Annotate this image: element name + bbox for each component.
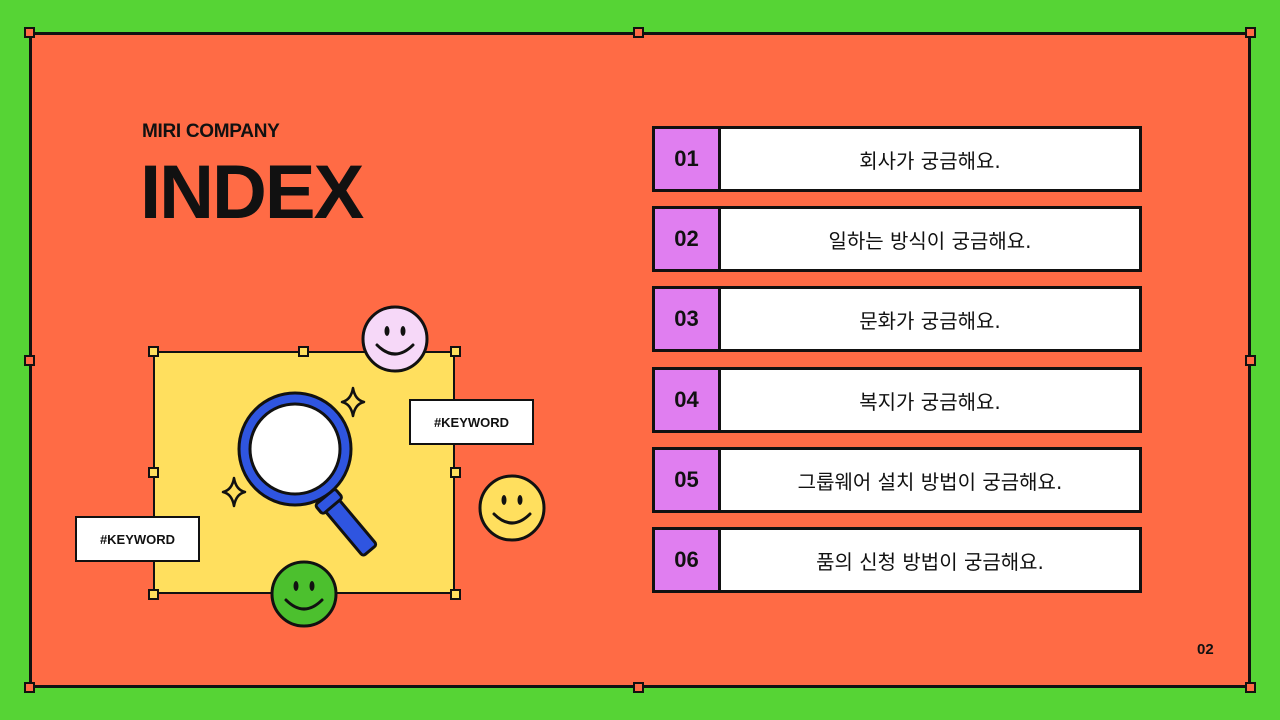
smiley-yellow-icon xyxy=(478,474,546,542)
index-number: 02 xyxy=(655,209,721,269)
index-number: 01 xyxy=(655,129,721,189)
smiley-pink-icon xyxy=(361,305,429,373)
magnifier-icon xyxy=(237,391,378,557)
resize-handle-bc[interactable] xyxy=(633,682,644,693)
resize-handle-ml[interactable] xyxy=(24,355,35,366)
index-number: 04 xyxy=(655,370,721,430)
panel-handle-ml[interactable] xyxy=(148,467,159,478)
index-item[interactable]: 05 그룹웨어 설치 방법이 궁금해요. xyxy=(652,447,1142,513)
keyword-tag-right: #KEYWORD xyxy=(409,399,534,445)
index-number: 05 xyxy=(655,450,721,510)
sparkle-icon xyxy=(221,476,247,508)
index-label: 일하는 방식이 궁금해요. xyxy=(828,228,1032,253)
panel-handle-tc[interactable] xyxy=(298,346,309,357)
index-item[interactable]: 04 복지가 궁금해요. xyxy=(652,367,1142,433)
brand-name: MIRI COMPANY xyxy=(142,121,280,142)
index-label: 복지가 궁금해요. xyxy=(859,389,1001,414)
resize-handle-tl[interactable] xyxy=(24,27,35,38)
index-number: 03 xyxy=(655,289,721,349)
resize-handle-tc[interactable] xyxy=(633,27,644,38)
panel-handle-bl[interactable] xyxy=(148,589,159,600)
index-label: 문화가 궁금해요. xyxy=(859,308,1001,333)
smiley-green-icon xyxy=(270,560,338,628)
sparkle-icon xyxy=(340,386,366,418)
panel-handle-tr[interactable] xyxy=(450,346,461,357)
keyword-tag-left: #KEYWORD xyxy=(75,516,200,562)
index-item[interactable]: 03 문화가 궁금해요. xyxy=(652,286,1142,352)
resize-handle-br[interactable] xyxy=(1245,682,1256,693)
index-item[interactable]: 01 회사가 궁금해요. xyxy=(652,126,1142,192)
panel-handle-tl[interactable] xyxy=(148,346,159,357)
index-number: 06 xyxy=(655,530,721,590)
resize-handle-bl[interactable] xyxy=(24,682,35,693)
panel-handle-br[interactable] xyxy=(450,589,461,600)
panel-handle-mr[interactable] xyxy=(450,467,461,478)
resize-handle-mr[interactable] xyxy=(1245,355,1256,366)
index-label: 품의 신청 방법이 궁금해요. xyxy=(816,549,1044,574)
index-label: 그룹웨어 설치 방법이 궁금해요. xyxy=(797,469,1063,494)
page-number: 02 xyxy=(1197,641,1214,658)
index-label: 회사가 궁금해요. xyxy=(859,148,1001,173)
resize-handle-tr[interactable] xyxy=(1245,27,1256,38)
page-title: INDEX xyxy=(140,150,364,235)
index-item[interactable]: 06 품의 신청 방법이 궁금해요. xyxy=(652,527,1142,593)
index-item[interactable]: 02 일하는 방식이 궁금해요. xyxy=(652,206,1142,272)
